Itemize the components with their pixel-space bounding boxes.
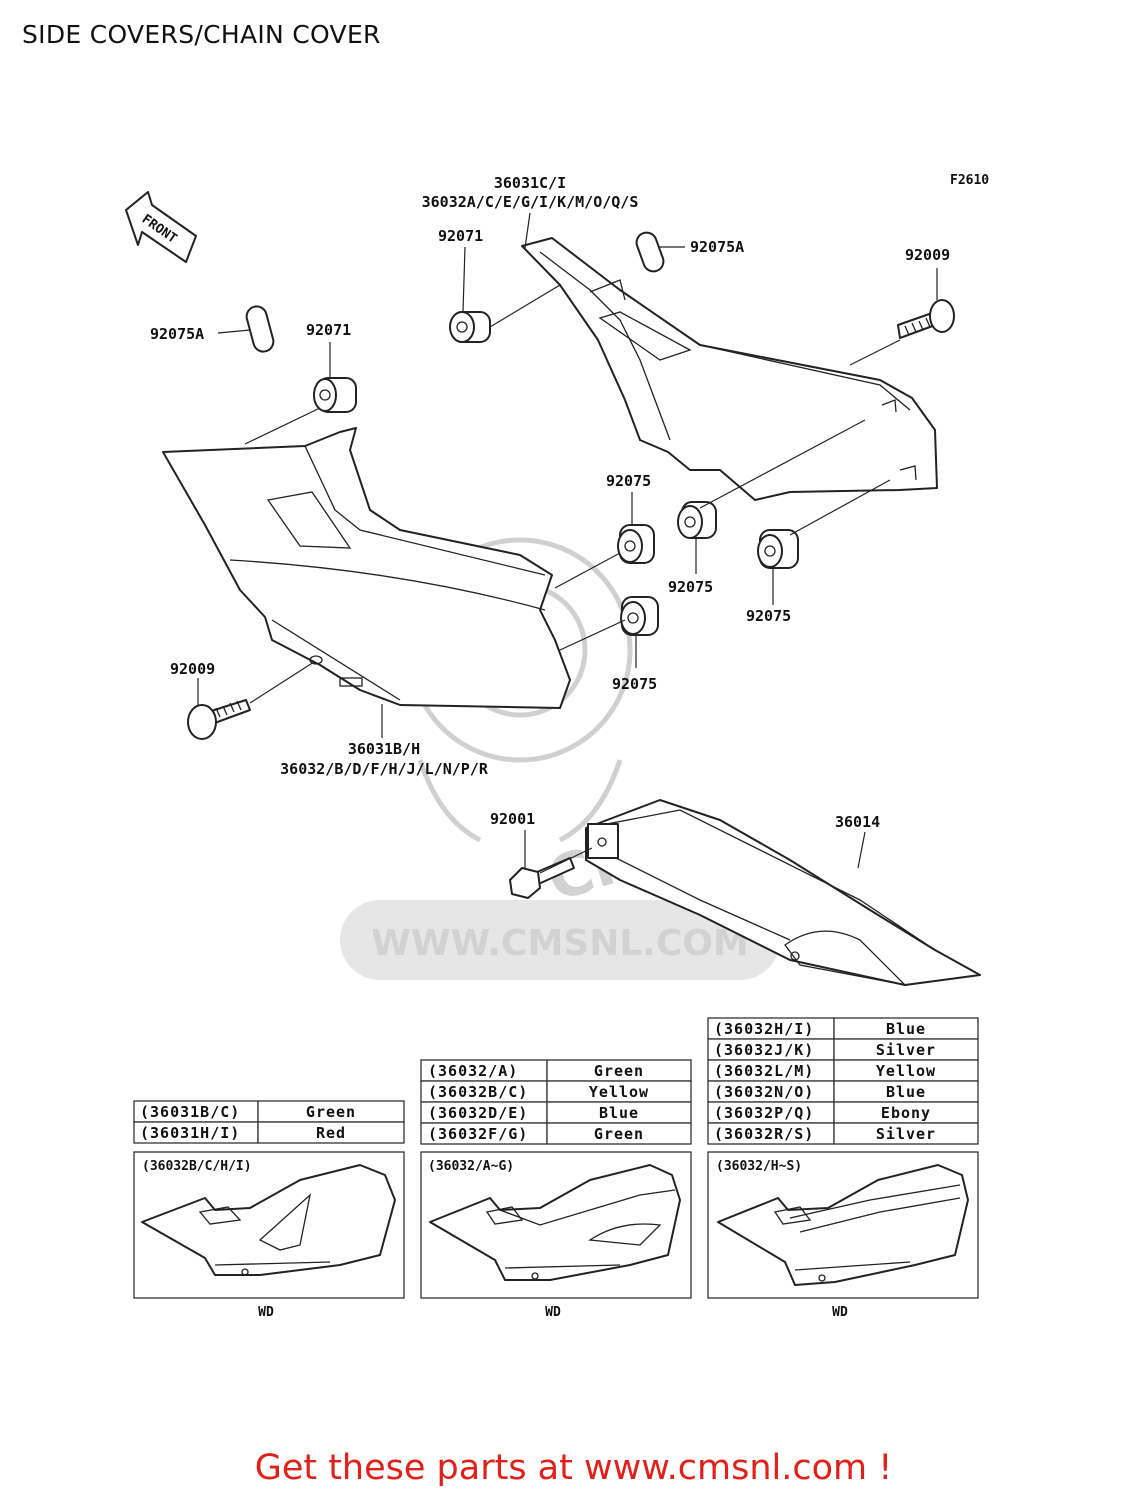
table-cell-code: (36032R/S) xyxy=(714,1125,814,1143)
variant-caption: WD xyxy=(545,1305,561,1320)
color-table-1: (36031B/C) Green (36031H/I) Red xyxy=(133,1100,405,1144)
callout-right-cover-2: 36032A/C/E/G/I/K/M/O/Q/S xyxy=(422,193,639,211)
table-cell-color: Silver xyxy=(876,1125,936,1143)
grommet-icon xyxy=(677,501,717,539)
table-cell-color: Yellow xyxy=(876,1062,936,1080)
bolt-icon xyxy=(509,857,575,899)
leader-lines xyxy=(197,212,938,874)
table-cell-code: (36032H/I) xyxy=(714,1020,814,1038)
grommet-icon xyxy=(449,311,491,343)
table-cell-color: Blue xyxy=(599,1104,639,1122)
variant-box: (36032/H~S) WD xyxy=(707,1151,979,1320)
bolt-icon xyxy=(897,299,955,339)
callout-92001: 92001 xyxy=(490,810,535,828)
table-cell-code: (36032/A) xyxy=(428,1062,518,1080)
color-table-2: (36032/A) Green (36032B/C) Yellow (36032… xyxy=(420,1059,692,1145)
callout-92071-top: 92071 xyxy=(438,227,483,245)
table-cell-color: Blue xyxy=(886,1020,926,1038)
page-title: SIDE COVERS/CHAIN COVER xyxy=(22,20,381,49)
callout-right-cover-1: 36031C/I xyxy=(494,174,566,192)
table-cell-code: (36032L/M) xyxy=(714,1062,814,1080)
callout-92071-left: 92071 xyxy=(306,321,351,339)
variant-box: (36032/A~G) WD xyxy=(420,1151,692,1320)
table-cell-code: (36032D/E) xyxy=(428,1104,528,1122)
table-cell-color: Green xyxy=(594,1125,644,1143)
table-cell-color: Ebony xyxy=(881,1104,931,1122)
grommet-icon xyxy=(313,377,357,413)
figure-code: F2610 xyxy=(950,173,989,188)
grommet-icon xyxy=(620,596,659,636)
callout-92075-c: 92075 xyxy=(746,607,791,625)
variant-caption: WD xyxy=(258,1305,274,1320)
table-cell-color: Blue xyxy=(886,1083,926,1101)
callout-92075-b: 92075 xyxy=(668,578,713,596)
table-cell-color: Green xyxy=(306,1103,356,1121)
callout-36014: 36014 xyxy=(835,813,880,831)
table-cell-code: (36032N/O) xyxy=(714,1083,814,1101)
watermark-url: WWW.CMSNL.COM xyxy=(371,923,749,964)
table-cell-code: (36032F/G) xyxy=(428,1125,528,1143)
table-cell-code: (36031H/I) xyxy=(140,1124,240,1142)
table-cell-color: Green xyxy=(594,1062,644,1080)
callout-92075-a: 92075 xyxy=(606,472,651,490)
pin-icon xyxy=(245,305,275,353)
callout-92009-top: 92009 xyxy=(905,246,950,264)
callout-left-cover-2: 36032/B/D/F/H/J/L/N/P/R xyxy=(280,760,489,778)
variant-box: (36032B/C/H/I) WD xyxy=(133,1151,405,1320)
footer-cta-link[interactable]: Get these parts at www.cmsnl.com ! xyxy=(254,1448,893,1488)
grommet-icon xyxy=(617,524,655,564)
table-cell-code: (36032B/C) xyxy=(428,1083,528,1101)
callout-92075a-left: 92075A xyxy=(150,325,204,343)
table-cell-code: (36032J/K) xyxy=(714,1041,814,1059)
table-cell-color: Red xyxy=(316,1124,346,1142)
color-table-3: (36032H/I) Blue (36032J/K) Silver (36032… xyxy=(707,1017,979,1145)
variant-title: (36032/A~G) xyxy=(428,1159,514,1174)
right-side-cover xyxy=(521,237,938,501)
variant-title: (36032B/C/H/I) xyxy=(142,1159,252,1174)
table-cell-code: (36032P/Q) xyxy=(714,1104,814,1122)
grommet-icon xyxy=(757,529,799,569)
callout-92009-left: 92009 xyxy=(170,660,215,678)
pin-icon xyxy=(635,231,665,273)
callout-92075-d: 92075 xyxy=(612,675,657,693)
variant-caption: WD xyxy=(832,1305,848,1320)
table-cell-color: Yellow xyxy=(589,1083,649,1101)
front-arrow-icon: FRONT xyxy=(125,191,197,263)
table-cell-code: (36031B/C) xyxy=(140,1103,240,1121)
callout-92075a-top: 92075A xyxy=(690,238,744,256)
bolt-icon xyxy=(187,699,251,740)
left-side-cover xyxy=(162,427,571,709)
variant-title: (36032/H~S) xyxy=(716,1159,802,1174)
callout-left-cover-1: 36031B/H xyxy=(348,740,420,758)
table-cell-color: Silver xyxy=(876,1041,936,1059)
chain-cover xyxy=(585,799,981,987)
